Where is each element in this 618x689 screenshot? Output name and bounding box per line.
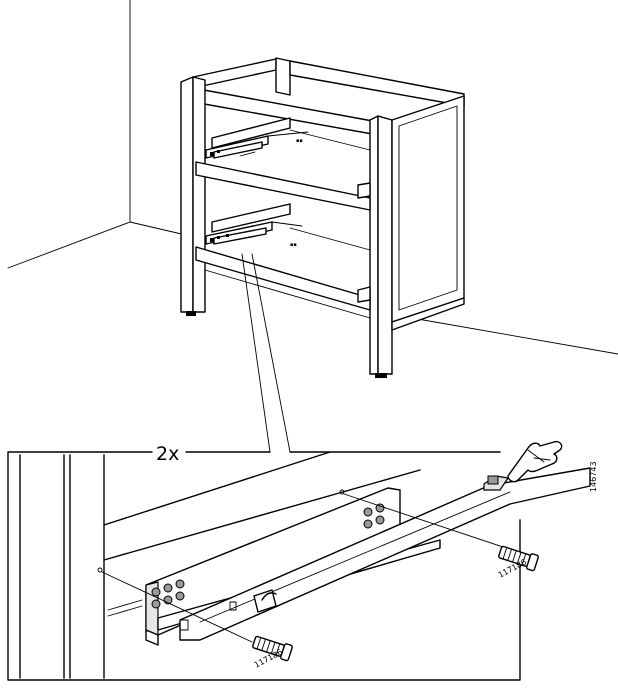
drawer-runner-upper: ▪▪ [205,117,309,159]
document-code: 146743 [589,461,598,492]
detail-cabinet-side [19,451,421,679]
hand-pointing-icon [507,440,563,483]
runner-holes-front [151,579,185,609]
svg-text:▪▪: ▪▪ [290,242,297,248]
room-walls [7,0,618,355]
svg-text:▪▪: ▪▪ [296,138,303,144]
vanity-frame [180,57,465,378]
screw-icon [252,635,293,662]
drawer-runner-lower: ▪▪ [205,203,303,248]
quantity-label: 2x [156,443,179,465]
screw-icon [498,545,539,572]
callout-leader-lines [241,253,291,453]
detail-drawer-runner [145,467,591,646]
detail-callout-box [7,451,521,681]
runner-holes-rear [363,503,385,529]
